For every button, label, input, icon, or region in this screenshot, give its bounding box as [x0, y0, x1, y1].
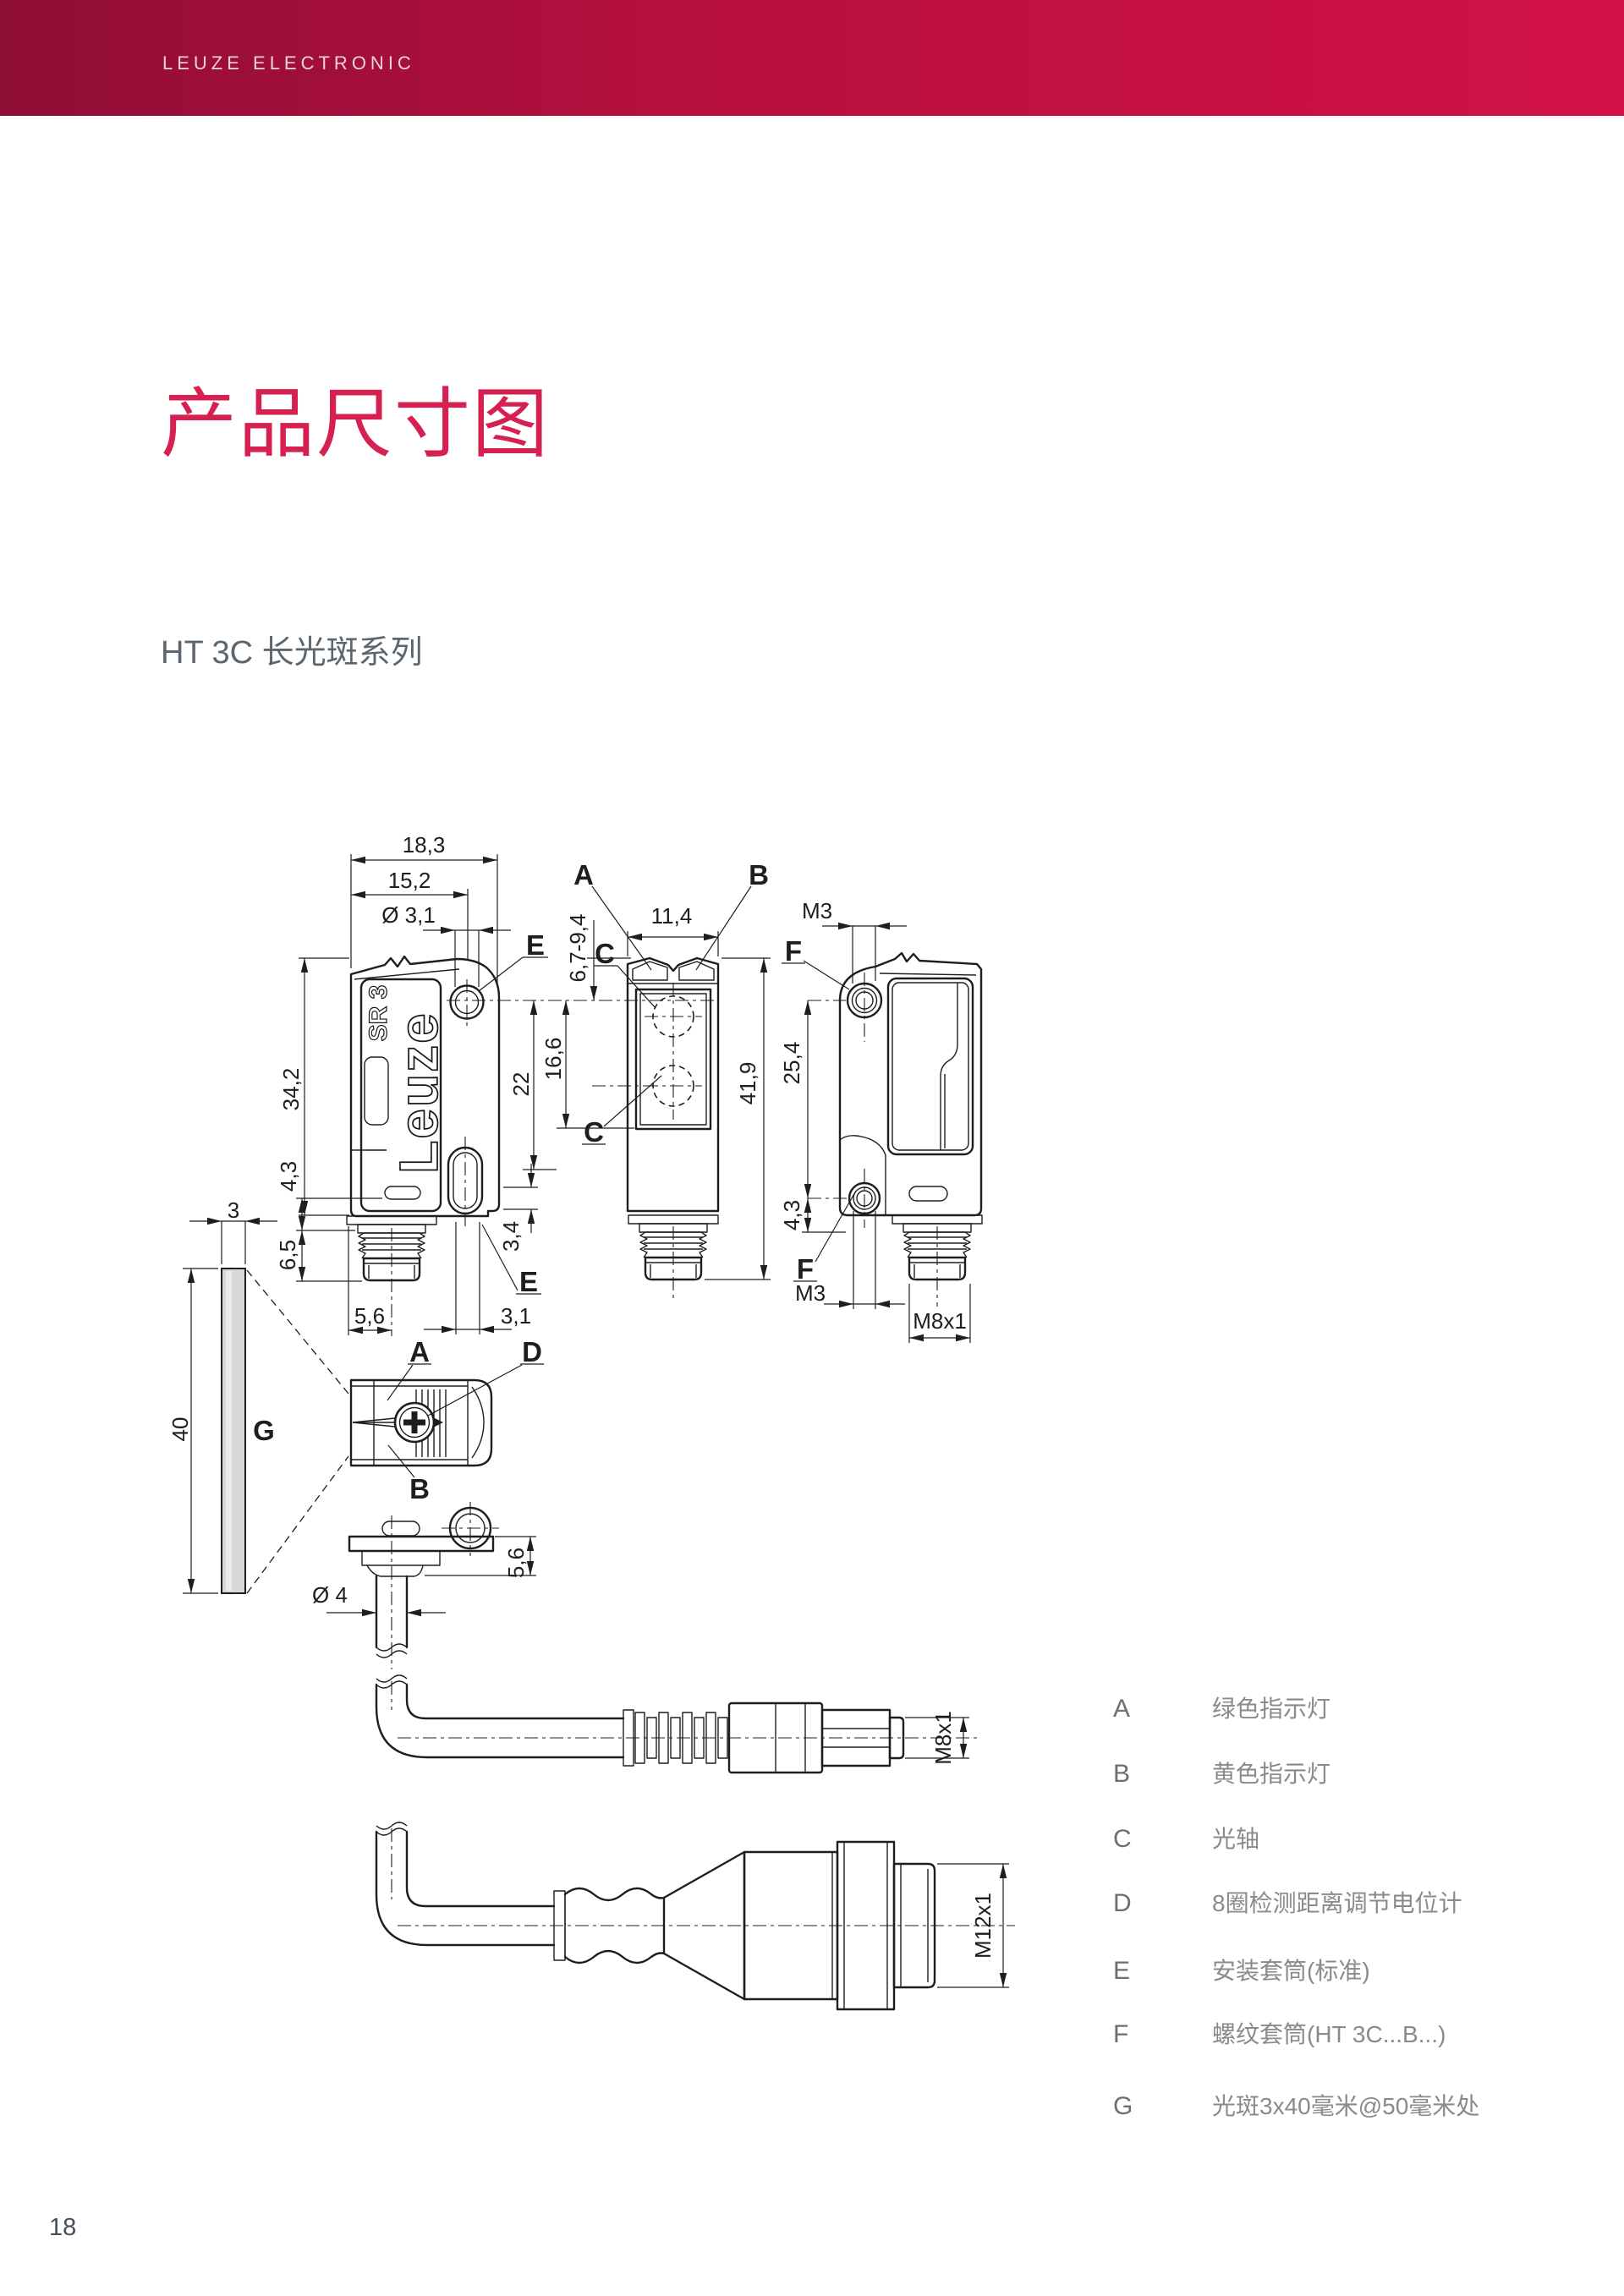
series-subtitle: HT 3C 长光斑系列: [161, 635, 423, 671]
label-a-front: A: [573, 859, 594, 890]
model-sr3: SR 3: [365, 985, 392, 1042]
label-f-top: F: [785, 935, 802, 967]
sensor-top-view: A D B: [349, 1336, 544, 1504]
dim-18-3: 18,3: [403, 832, 446, 858]
page-number: 18: [49, 2214, 77, 2241]
brand-logo-text: LEUZE ELECTRONIC: [162, 52, 415, 74]
dim-11-4: 11,4: [651, 903, 693, 929]
label-d-topview: D: [522, 1336, 542, 1367]
dim-m8x1-connector: M8x1: [930, 1711, 956, 1765]
label-c-lower: C: [584, 1116, 604, 1148]
label-c-upper: C: [595, 938, 615, 969]
sensor-front-dimensions: A B 11,4 6,7-9,4 C C 22 16,6 41,9: [447, 859, 771, 1280]
dim-41-9: 41,9: [735, 1062, 760, 1105]
dim-dia-3-1: Ø 3,1: [381, 902, 436, 928]
legend-text: 绿色指示灯: [1212, 1696, 1331, 1722]
dim-bar-3: 3: [228, 1197, 239, 1223]
dim-34-2: 34,2: [278, 1068, 304, 1111]
cable-mount-view: 5,6 Ø 4: [312, 1502, 536, 1669]
dim-bar-40: 40: [167, 1417, 193, 1442]
dim-m3-top: M3: [802, 898, 832, 923]
dim-3-4: 3,4: [498, 1221, 524, 1252]
label-e-bottom: E: [519, 1266, 538, 1297]
dim-6-7-9-4: 6,7-9,4: [565, 914, 590, 983]
legend-key: G: [1113, 2092, 1133, 2120]
connector-m12: M12x1: [375, 1822, 1015, 2011]
dim-5-6-side: 5,6: [503, 1548, 529, 1578]
header-bar: LEUZE ELECTRONIC: [0, 0, 1624, 116]
connector-m8: M8x1: [375, 1674, 981, 1774]
dim-m8x1-body: M8x1: [913, 1308, 967, 1334]
dim-m3-bottom: M3: [795, 1280, 826, 1306]
legend-key: E: [1113, 1957, 1131, 1985]
dim-15-2: 15,2: [388, 868, 431, 893]
legend-text: 光斑3x40毫米@50毫米处: [1212, 2093, 1480, 2119]
dim-6-5: 6,5: [275, 1240, 300, 1270]
dim-25-4: 25,4: [779, 1042, 804, 1085]
dim-4-3-right: 4,3: [779, 1200, 804, 1230]
dim-3-1: 3,1: [501, 1303, 531, 1329]
label-b-topview: B: [409, 1473, 430, 1504]
legend-key: F: [1113, 2020, 1129, 2048]
sensor-rear-view: [838, 951, 984, 1307]
legend-text: 8圈检测距离调节电位计: [1212, 1890, 1462, 1916]
sensor-rear-dimensions: M3 F 25,4 4,3 F M3 M8x1: [779, 898, 971, 1343]
legend-text: 螺纹套筒(HT 3C...B...): [1212, 2021, 1446, 2047]
dim-5-6: 5,6: [354, 1303, 385, 1329]
sensor-side-view: Leuze SR 3: [345, 955, 501, 1336]
leuze-logo: Leuze: [388, 1011, 449, 1173]
legend-text: 光轴: [1212, 1826, 1260, 1852]
sensor-front-view: [592, 956, 720, 1302]
label-a-topview: A: [409, 1336, 430, 1367]
dim-4-3-left: 4,3: [276, 1161, 301, 1192]
legend-key: C: [1113, 1825, 1132, 1853]
label-f-bottom: F: [797, 1253, 814, 1285]
label-g: G: [253, 1415, 275, 1446]
legend-key: B: [1113, 1760, 1131, 1788]
dim-22: 22: [508, 1072, 534, 1097]
sensor-side-dimensions: 18,3 15,2 Ø 3,1 E 34,2 4,3 6,5: [275, 832, 548, 1335]
light-spot-view: 3 40 G: [167, 1197, 349, 1594]
dim-dia-4: Ø 4: [312, 1582, 348, 1608]
legend-text: 黄色指示灯: [1212, 1761, 1331, 1787]
legend-text: 安装套筒(标准): [1212, 1958, 1370, 1984]
label-b-front: B: [749, 859, 769, 890]
dim-m12x1-connector: M12x1: [970, 1893, 996, 1959]
legend-key: A: [1113, 1695, 1131, 1723]
dim-16-6: 16,6: [540, 1038, 566, 1081]
page-title: 产品尺寸图: [161, 382, 550, 467]
legend-key: D: [1113, 1889, 1132, 1917]
label-e-top: E: [526, 929, 545, 961]
